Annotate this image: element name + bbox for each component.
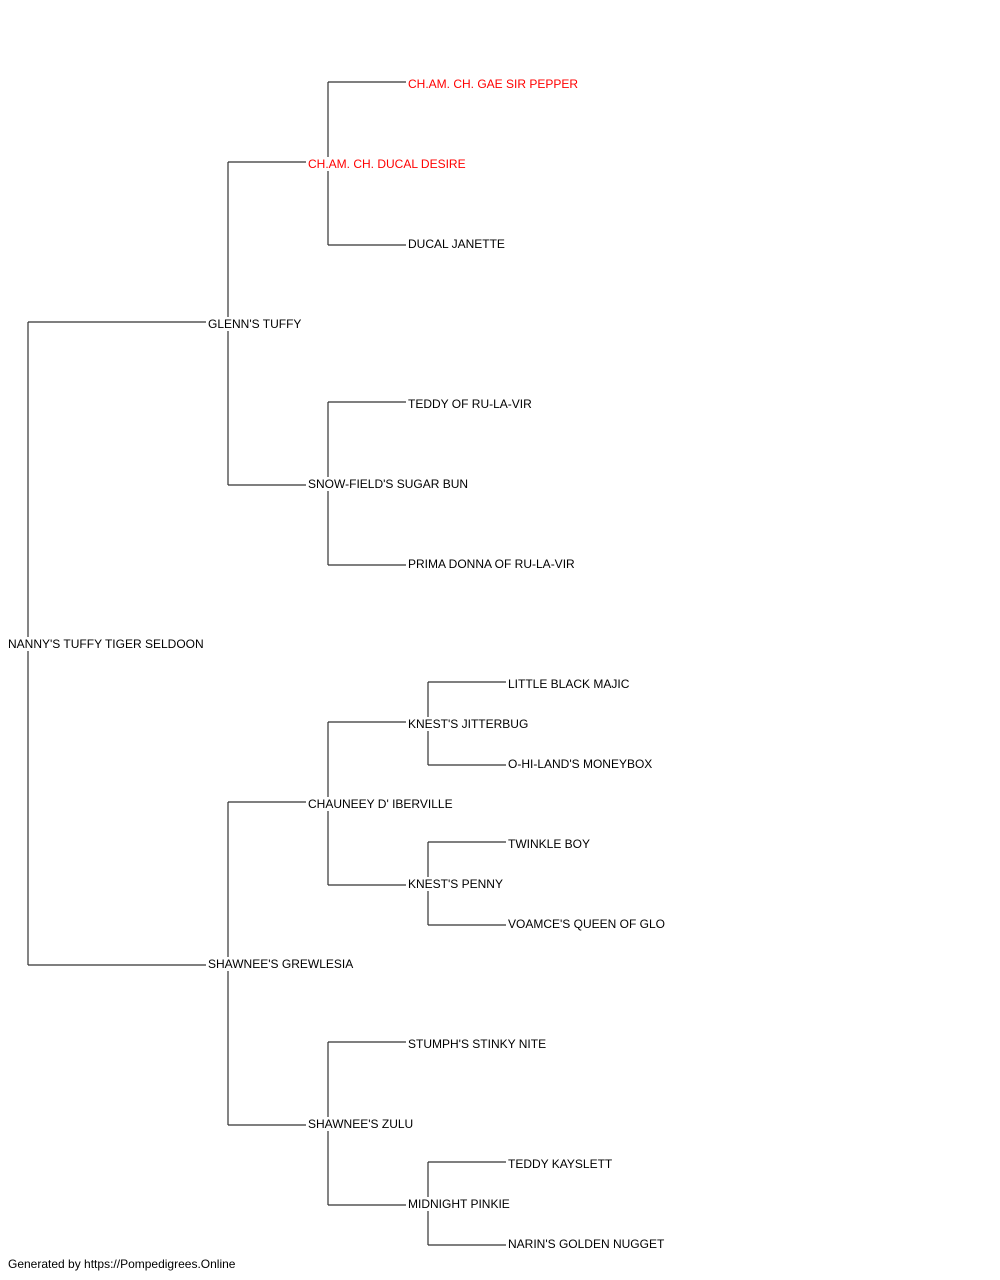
sire-dam-dam-name: PRIMA DONNA OF RU-LA-VIR — [408, 557, 577, 571]
dam-sire-dam-dam-name: VOAMCE'S QUEEN OF GLO — [508, 917, 667, 931]
sire-sire-name: CH.AM. CH. DUCAL DESIRE — [308, 157, 468, 171]
dam-sire-name: CHAUNEEY D' IBERVILLE — [308, 797, 455, 811]
dam-sire-dam-name: KNEST'S PENNY — [408, 877, 505, 891]
dam-name: SHAWNEE'S GREWLESIA — [208, 957, 356, 971]
dam-sire-sire-dam-name: O-HI-LAND'S MONEYBOX — [508, 757, 655, 771]
sire-sire-dam-name: DUCAL JANETTE — [408, 237, 507, 251]
dam-sire-dam-sire-name: TWINKLE BOY — [508, 837, 593, 851]
dam-dam-dam-dam-name: NARIN'S GOLDEN NUGGET — [508, 1237, 667, 1251]
sire-sire-sire-name: CH.AM. CH. GAE SIR PEPPER — [408, 77, 581, 91]
dam-dam-sire-name: STUMPH'S STINKY NITE — [408, 1037, 549, 1051]
dam-dam-dam-sire-name: TEDDY KAYSLETT — [508, 1157, 615, 1171]
sire-name: GLENN'S TUFFY — [208, 317, 304, 331]
sire-dam-sire-name: TEDDY OF RU-LA-VIR — [408, 397, 534, 411]
dam-dam-dam-name: MIDNIGHT PINKIE — [408, 1197, 512, 1211]
dam-sire-sire-name: KNEST'S JITTERBUG — [408, 717, 531, 731]
dam-dam-name: SHAWNEE'S ZULU — [308, 1117, 416, 1131]
dam-sire-sire-sire-name: LITTLE BLACK MAJIC — [508, 677, 632, 691]
subject-name: NANNY'S TUFFY TIGER SELDOON — [8, 637, 206, 651]
generated-by-footer: Generated by https://Pompedigrees.Online — [8, 1257, 236, 1271]
sire-dam-name: SNOW-FIELD'S SUGAR BUN — [308, 477, 471, 491]
